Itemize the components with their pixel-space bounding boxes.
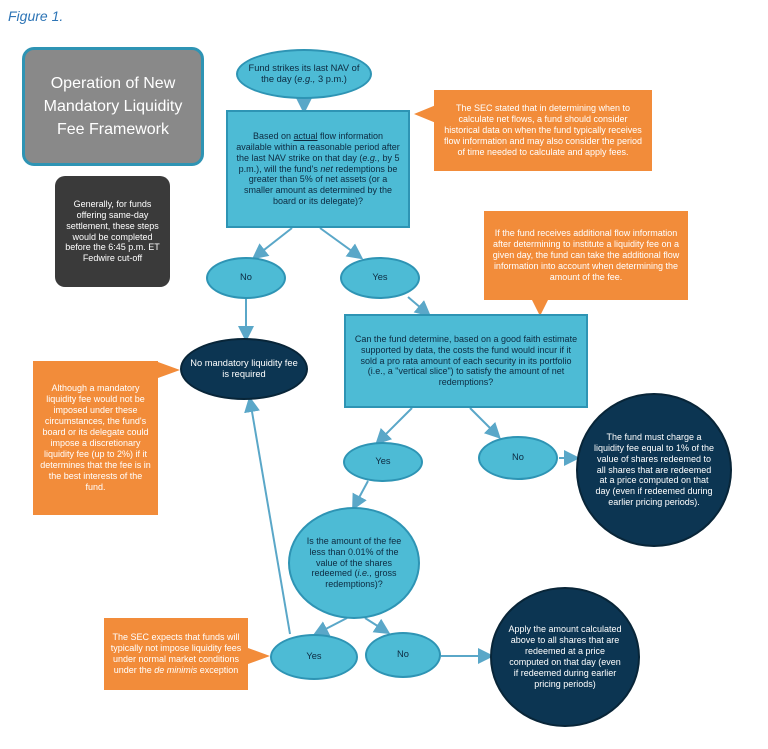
sec-net-flows-pointer bbox=[414, 105, 436, 123]
additional-flow-note: If the fund receives additional flow inf… bbox=[484, 211, 688, 300]
decision-no-2: No bbox=[478, 436, 558, 480]
discretionary-fee-note: Although a mandatory liquidity fee would… bbox=[33, 361, 158, 515]
arrow-q2-to-yes bbox=[375, 407, 413, 445]
decision-no-3: No bbox=[365, 632, 441, 678]
framework-title-box: Operation of New Mandatory Liquidity Fee… bbox=[22, 47, 204, 166]
figure-label: Figure 1. bbox=[8, 8, 64, 24]
arrow-q1-to-yes bbox=[319, 227, 364, 260]
arrow-yes-to-q2 bbox=[407, 296, 432, 317]
de-minimis-pointer bbox=[248, 648, 270, 664]
question-net-redemptions: Based on actual flow information availab… bbox=[226, 110, 410, 228]
decision-no-1: No bbox=[206, 257, 286, 299]
framework-title: Operation of New Mandatory Liquidity Fee… bbox=[43, 74, 183, 139]
arrow-q1-to-no bbox=[251, 227, 293, 260]
one-percent-fee-node: The fund must charge a liquidity fee equ… bbox=[576, 393, 732, 547]
additional-flow-pointer bbox=[532, 300, 548, 316]
de-minimis-note: The SEC expects that funds will typicall… bbox=[104, 618, 248, 690]
question-vertical-slice: Can the fund determine, based on a good … bbox=[344, 314, 588, 408]
apply-amount-node: Apply the amount calculated above to all… bbox=[490, 587, 640, 727]
arrow-q3-to-yes bbox=[312, 617, 348, 636]
discretionary-fee-pointer bbox=[158, 362, 180, 378]
settlement-note: Generally, for funds offering same-day s… bbox=[55, 176, 170, 287]
question-de-minimis: Is the amount of the fee less than 0.01%… bbox=[288, 507, 420, 619]
decision-yes-1: Yes bbox=[340, 257, 420, 299]
sec-net-flows-note: The SEC stated that in determining when … bbox=[434, 90, 652, 171]
decision-yes-3: Yes bbox=[270, 634, 358, 680]
decision-yes-2: Yes bbox=[343, 442, 423, 482]
arrow-q3-to-no bbox=[364, 617, 391, 635]
start-node: Fund strikes its last NAV of the day (e.… bbox=[236, 49, 372, 99]
arrow-yes-to-q3 bbox=[352, 480, 369, 511]
arrow-yes-to-nofee bbox=[244, 396, 291, 635]
no-mandatory-fee-node: No mandatory liquidity fee is required bbox=[180, 338, 308, 400]
arrow-q2-to-no bbox=[469, 407, 501, 439]
